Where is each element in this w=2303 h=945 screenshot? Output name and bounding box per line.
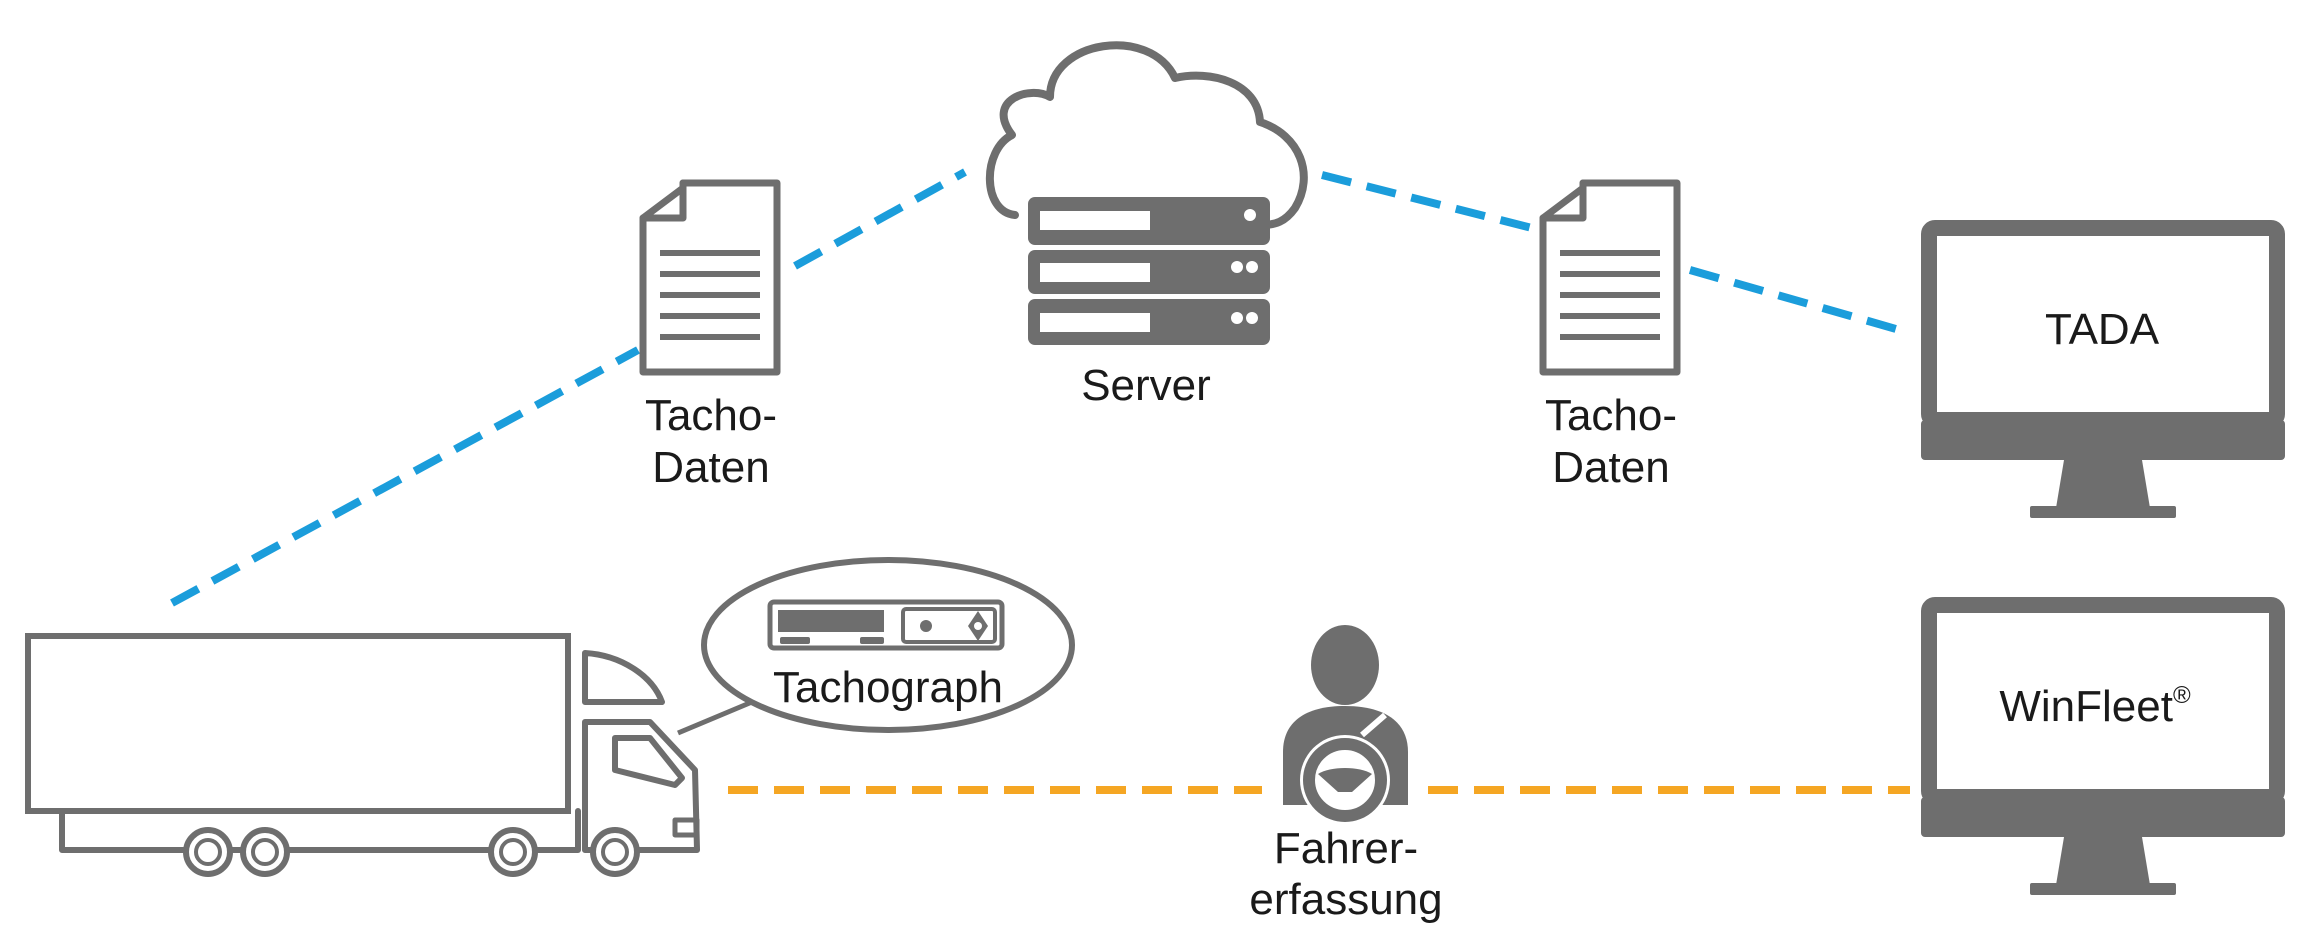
document-icon-left — [639, 179, 781, 376]
truck-icon — [25, 633, 700, 877]
tachograph-device-icon — [767, 599, 1005, 651]
document-to-cloud-link — [793, 168, 967, 270]
document-to-tada-link — [1688, 266, 1912, 337]
server-rack-icon — [1028, 197, 1270, 345]
cloud-icon — [985, 41, 1308, 229]
document-icon-right — [1539, 179, 1681, 376]
winfleet-label: WinFleet® — [1999, 682, 2191, 731]
cloud-to-document-link — [1321, 171, 1541, 234]
driver-registration-label-line1: Fahrer- — [1274, 824, 1418, 873]
driver-steering-wheel-icon — [1283, 625, 1408, 825]
winfleet-name: WinFleet — [1999, 682, 2173, 731]
data-links — [170, 168, 1912, 794]
tacho-data-right-label-line2: Daten — [1552, 443, 1669, 492]
tacho-data-right-label-line1: Tacho- — [1545, 391, 1677, 440]
winfleet-registered-mark: ® — [2173, 682, 2191, 709]
truck-to-document-link — [170, 346, 640, 607]
tacho-data-left-label-line2: Daten — [652, 443, 769, 492]
tacho-data-left-label-line1: Tacho- — [645, 391, 777, 440]
tachograph-label: Tachograph — [773, 663, 1003, 712]
tada-label: TADA — [2045, 305, 2160, 354]
monitor-icon-winfleet — [1921, 597, 2285, 895]
server-label: Server — [1081, 361, 1211, 410]
monitor-icon-tada — [1921, 220, 2285, 518]
tachograph-callout-pointer — [677, 699, 753, 736]
driver-registration-label-line2: erfassung — [1249, 875, 1442, 924]
